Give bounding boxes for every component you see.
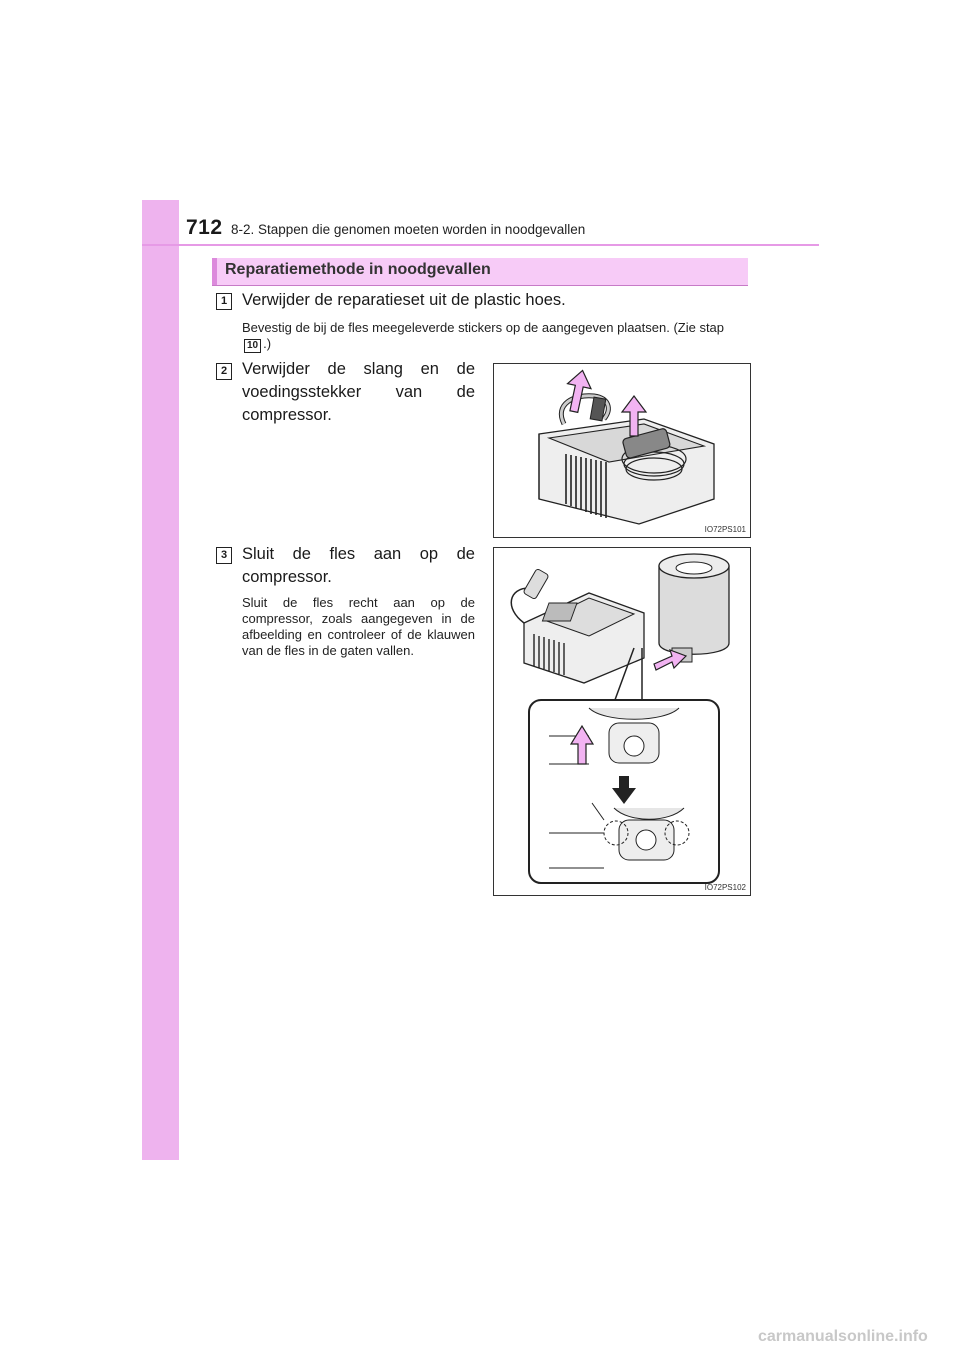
step-1-note-text: Bevestig de bij de fles meegeleverde sti… [242,320,725,335]
header-divider [142,244,819,246]
step-number-3: 3 [216,547,232,564]
bottle-connection-illustration: IO72PS102 [493,547,751,896]
step-1-note-close: .) [263,336,272,351]
figure-code-2: IO72PS102 [704,883,746,892]
step-2-text: Verwijder de slang en de voedingsstekker… [242,360,475,424]
section-banner-bar [212,258,217,285]
step-1-note: Bevestig de bij de fles meegeleverde sti… [242,320,747,353]
compressor-illustration: IO72PS101 [493,363,751,538]
section-banner: Reparatiemethode in noodgevallen [212,258,748,285]
compressor-hose-plug-drawing [538,369,715,525]
step-3-note: Sluit de fles recht aan op de compressor… [242,595,475,658]
section-title: Reparatiemethode in noodgevallen [225,261,491,278]
step-number-1: 1 [216,293,232,310]
figure-code-1: IO72PS101 [704,525,746,534]
chapter-title: 8-2. Stappen die genomen moeten worden i… [231,222,586,237]
step-ref-10: 10 [244,339,262,353]
step-1-text: Verwijder de reparatieset uit de plastic… [242,291,566,309]
step-number-2: 2 [216,363,232,380]
page-number: 712 [186,216,223,239]
bottle-compressor-drawing [510,553,730,884]
step-3-text: Sluit de fles aan op de compressor. [242,545,475,586]
watermark: carmanualsonline.info [758,1328,928,1345]
section-divider [212,285,748,286]
chapter-sidebar [142,200,179,1160]
